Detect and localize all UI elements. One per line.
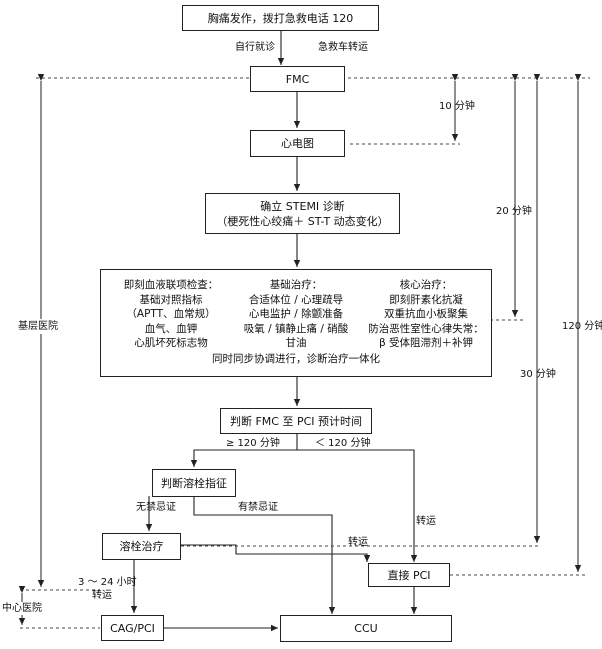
judge-thrombolysis-box: 判断溶栓指征 bbox=[152, 469, 236, 497]
lt120-label: ＜ 120 分钟 bbox=[315, 438, 371, 449]
transfer-label-b: 转运 bbox=[348, 537, 368, 548]
time-10-label: 10 分钟 bbox=[439, 101, 475, 112]
lab-tests-column: 即刻血液联项检查： 基础对照指标 （APTT、血常规） 血气、血钾 心肌坏死标志… bbox=[123, 279, 219, 349]
start-text: 胸痛发作，拨打急救电话 120 bbox=[207, 11, 354, 25]
core-treatment-column: 核心治疗： 即刻肝素化抗凝 双重抗血小板聚集 防治恶性室性心律失常： β 受体阻… bbox=[368, 279, 484, 349]
stemi-subtitle: （梗死性心绞痛＋ ST-T 动态变化） bbox=[216, 214, 389, 228]
arrow-lt120 bbox=[297, 449, 418, 562]
direct-pci-text: 直接 PCI bbox=[387, 568, 431, 582]
arrow-thrombo-to-pci bbox=[181, 544, 371, 562]
hours-label: 3 ～ 24 小时 bbox=[78, 577, 137, 588]
basic-treatment-column: 基础治疗： 合适体位 / 心理疏导 心电监护 / 除颤准备 吸氧 / 镇静止痛 … bbox=[243, 279, 349, 349]
stemi-box: 确立 STEMI 诊断 （梗死性心绞痛＋ ST-T 动态变化） bbox=[205, 193, 400, 234]
cag-pci-text: CAG/PCI bbox=[110, 621, 155, 635]
has-contraindication-label: 有禁忌证 bbox=[238, 502, 278, 513]
judge-thrombolysis-text: 判断溶栓指征 bbox=[161, 476, 227, 490]
time-20-label: 20 分钟 bbox=[496, 206, 532, 217]
fmc-box: FMC bbox=[250, 66, 345, 92]
no-contraindication-label: 无禁忌证 bbox=[136, 502, 176, 513]
judge-time-box: 判断 FMC 至 PCI 预计时间 bbox=[220, 408, 372, 434]
judge-time-text: 判断 FMC 至 PCI 预计时间 bbox=[229, 414, 363, 428]
integration-note: 同时同步协调进行，诊断治疗一体化 bbox=[212, 353, 380, 365]
ambulance-label: 急救车转运 bbox=[318, 42, 368, 53]
arrow-has-contra bbox=[193, 496, 336, 614]
cag-pci-box: CAG/PCI bbox=[101, 615, 164, 641]
initial-treatment-box: 即刻血液联项检查： 基础对照指标 （APTT、血常规） 血气、血钾 心肌坏死标志… bbox=[100, 269, 492, 377]
ge120-label: ≥ 120 分钟 bbox=[226, 438, 280, 449]
self-visit-label: 自行就诊 bbox=[235, 42, 275, 53]
ecg-box: 心电图 bbox=[250, 130, 345, 157]
thrombolysis-text: 溶栓治疗 bbox=[119, 540, 164, 553]
direct-pci-box: 直接 PCI bbox=[368, 563, 450, 587]
fmc-text: FMC bbox=[285, 72, 310, 86]
ccu-text: CCU bbox=[354, 622, 378, 635]
transfer-label-a: 转运 bbox=[416, 516, 436, 527]
stemi-title: 确立 STEMI 诊断 bbox=[260, 199, 345, 213]
time-30-label: 30 分钟 bbox=[520, 369, 556, 380]
primary-hospital-label: 基层医院 bbox=[18, 319, 58, 334]
hours-transfer-label: 转运 bbox=[92, 590, 112, 601]
ccu-box: CCU bbox=[280, 615, 452, 642]
center-hospital-label: 中心医院 bbox=[2, 602, 42, 615]
thrombolysis-box: 溶栓治疗 bbox=[102, 533, 181, 560]
arrow-ge120 bbox=[190, 433, 298, 467]
time-120-label: 120 分钟 bbox=[562, 321, 602, 332]
ecg-text: 心电图 bbox=[281, 137, 314, 150]
start-box: 胸痛发作，拨打急救电话 120 bbox=[182, 5, 379, 31]
